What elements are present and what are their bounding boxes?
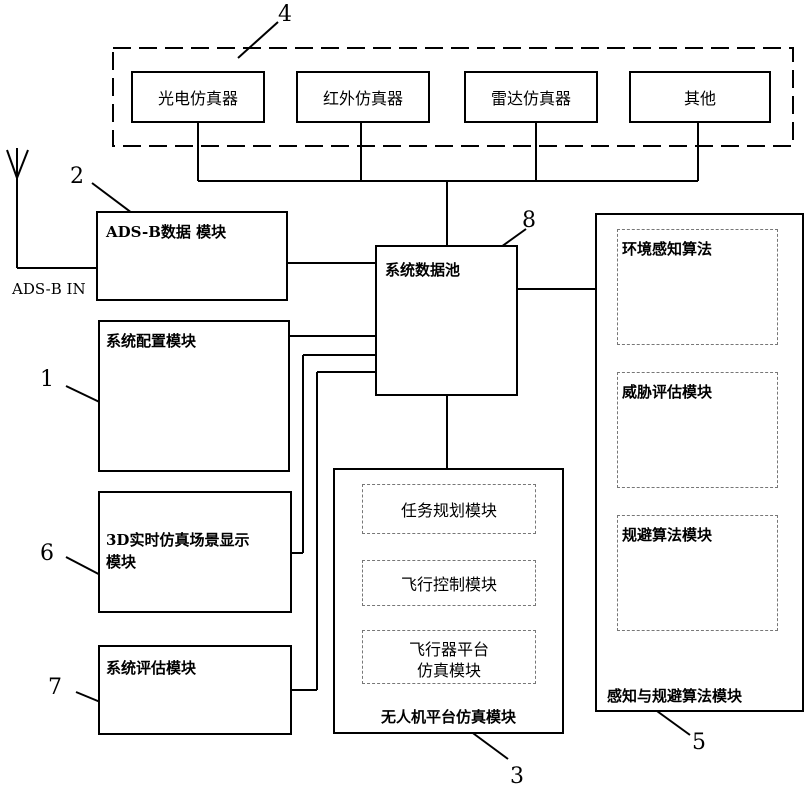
system-evaluation-module: 系统评估模块 xyxy=(98,645,292,735)
radar-simulator-label: 雷达仿真器 xyxy=(490,89,571,108)
adsb-module: ADS-B数据 模块 xyxy=(96,211,288,301)
adsb-module-label: ADS-B数据 模块 xyxy=(106,223,227,241)
environment-perception-algorithm: 环境感知算法 xyxy=(617,229,778,345)
infrared-simulator: 红外仿真器 xyxy=(296,71,430,123)
adsb-in-label: ADS-B IN xyxy=(12,280,86,298)
threat-assessment-module: 威胁评估模块 xyxy=(617,372,778,488)
system-data-pool-label: 系统数据池 xyxy=(385,261,461,279)
aircraft-platform-sim-module: 飞行器平台 仿真模块 xyxy=(362,630,536,684)
mission-planning-module-label: 任务规划模块 xyxy=(400,501,497,520)
aircraft-platform-sim-label-line2: 仿真模块 xyxy=(416,661,481,680)
display-3d-module-label-line2: 模块 xyxy=(106,553,137,571)
label-number-4: 4 xyxy=(278,2,292,27)
aircraft-platform-sim-label-line1: 飞行器平台 xyxy=(408,640,489,659)
label-number-2: 2 xyxy=(70,164,84,189)
uav-platform-module: 任务规划模块 飞行控制模块 飞行器平台 仿真模块 无人机平台仿真模块 xyxy=(333,468,564,734)
label-number-5: 5 xyxy=(692,730,706,755)
uav-platform-module-label: 无人机平台仿真模块 xyxy=(380,708,516,726)
optical-simulator-label: 光电仿真器 xyxy=(157,89,238,108)
display-3d-module: 3D实时仿真场景显示 模块 xyxy=(98,491,292,613)
flight-control-module-label: 飞行控制模块 xyxy=(400,575,497,594)
environment-perception-algorithm-label: 环境感知算法 xyxy=(622,240,713,258)
sensor-group-border xyxy=(112,47,794,147)
optical-simulator: 光电仿真器 xyxy=(131,71,265,123)
sense-avoid-module: 环境感知算法 威胁评估模块 规避算法模块 感知与规避算法模块 xyxy=(595,213,804,712)
system-evaluation-module-label: 系统评估模块 xyxy=(106,659,197,677)
other-simulator-label: 其他 xyxy=(683,89,716,108)
other-simulator: 其他 xyxy=(629,71,771,123)
label-number-7: 7 xyxy=(48,675,62,700)
label-number-3: 3 xyxy=(510,764,524,789)
label-number-8: 8 xyxy=(522,208,536,233)
flight-control-module: 飞行控制模块 xyxy=(362,560,536,606)
label-number-1: 1 xyxy=(40,367,54,392)
label-number-6: 6 xyxy=(40,541,54,566)
mission-planning-module: 任务规划模块 xyxy=(362,484,536,534)
system-data-pool: 系统数据池 xyxy=(375,245,518,396)
system-config-module-label: 系统配置模块 xyxy=(106,332,197,350)
system-config-module: 系统配置模块 xyxy=(98,320,290,472)
avoidance-algorithm-module: 规避算法模块 xyxy=(617,515,778,631)
threat-assessment-module-label: 威胁评估模块 xyxy=(622,383,713,401)
infrared-simulator-label: 红外仿真器 xyxy=(322,89,403,108)
radar-simulator: 雷达仿真器 xyxy=(464,71,598,123)
sense-avoid-module-label: 感知与规避算法模块 xyxy=(607,687,743,705)
avoidance-algorithm-module-label: 规避算法模块 xyxy=(622,526,713,544)
display-3d-module-label-line1: 3D实时仿真场景显示 xyxy=(106,531,250,549)
